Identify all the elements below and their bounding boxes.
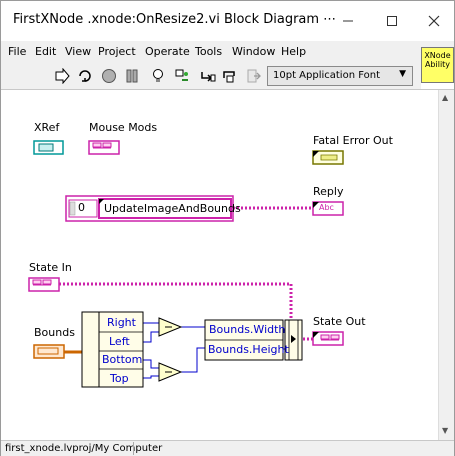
run-button[interactable] bbox=[53, 67, 71, 85]
maximize-button[interactable] bbox=[379, 9, 405, 33]
toolbar-divider bbox=[1, 89, 454, 90]
state-in-terminal[interactable] bbox=[28, 277, 60, 292]
enum-constant[interactable] bbox=[65, 195, 234, 222]
minimize-button[interactable] bbox=[335, 9, 361, 33]
retain-wire-values-button[interactable] bbox=[173, 67, 191, 85]
menu-help[interactable]: Help bbox=[281, 45, 307, 58]
stop-icon bbox=[102, 69, 116, 83]
state-out-terminal[interactable] bbox=[312, 331, 344, 346]
close-button[interactable] bbox=[421, 9, 447, 33]
chevron-down-icon: ▼ bbox=[399, 69, 406, 79]
title-bar[interactable]: FirstXNode .xnode:OnResize2.vi Block Dia… bbox=[1, 1, 454, 41]
state-wire bbox=[59, 282, 293, 326]
fatal-error-out-terminal[interactable] bbox=[312, 150, 344, 165]
run-arrow-icon bbox=[55, 68, 70, 84]
mouse-mods-terminal[interactable] bbox=[88, 140, 120, 155]
abort-button[interactable] bbox=[100, 67, 118, 85]
status-divider bbox=[133, 442, 134, 455]
bundle-item-height[interactable]: Bounds.Height bbox=[208, 343, 289, 356]
unbundle-item-bottom[interactable]: Bottom bbox=[102, 353, 143, 366]
wires-layer bbox=[28, 140, 344, 388]
status-bar: first_xnode.lvproj/My Computer bbox=[1, 440, 454, 456]
unbundle-item-right[interactable]: Right bbox=[107, 316, 136, 329]
highlight-execution-button[interactable] bbox=[149, 67, 167, 85]
badge-line-1: XNode bbox=[424, 51, 451, 60]
bundle-by-name-node[interactable] bbox=[204, 319, 303, 361]
step-over-button[interactable] bbox=[221, 67, 239, 85]
state-in-label: State In bbox=[29, 261, 72, 274]
font-select-value: 10pt Application Font bbox=[273, 70, 380, 81]
bounds-label: Bounds bbox=[34, 326, 75, 339]
minimize-icon bbox=[343, 20, 353, 22]
menu-edit[interactable]: Edit bbox=[35, 45, 57, 58]
scroll-down-icon[interactable]: ▼ bbox=[442, 426, 449, 435]
unbundle-item-top[interactable]: Top bbox=[110, 372, 129, 385]
lightbulb-icon bbox=[153, 69, 163, 82]
vertical-scrollbar[interactable]: ▲ ▼ bbox=[438, 90, 454, 440]
step-into-icon bbox=[201, 72, 216, 82]
menu-operate[interactable]: Operate bbox=[145, 45, 190, 58]
xref-label: XRef bbox=[34, 121, 60, 134]
xref-terminal[interactable] bbox=[33, 140, 64, 155]
pause-icon bbox=[126, 69, 138, 83]
step-over-icon bbox=[223, 71, 235, 83]
unbundle-item-left[interactable]: Left bbox=[109, 335, 130, 348]
run-continuously-button[interactable] bbox=[76, 67, 94, 85]
pause-button[interactable] bbox=[123, 67, 141, 85]
badge-line-2: Ability bbox=[424, 60, 451, 69]
close-icon bbox=[428, 15, 440, 27]
mouse-mods-label: Mouse Mods bbox=[89, 121, 158, 134]
window-title: FirstXNode .xnode:OnResize2.vi Block Dia… bbox=[13, 12, 337, 27]
menu-tools[interactable]: Tools bbox=[195, 45, 223, 58]
unbundle-by-name-node[interactable] bbox=[81, 311, 144, 388]
menu-file[interactable]: File bbox=[8, 45, 27, 58]
toolbar: 10pt Application Font ▼ bbox=[1, 63, 421, 89]
enum-text: UpdateImageAndBounds bbox=[104, 202, 241, 215]
reply-terminal[interactable] bbox=[312, 201, 344, 216]
project-path: first_xnode.lvproj/My Computer bbox=[5, 443, 163, 454]
menu-view[interactable]: View bbox=[65, 45, 92, 58]
menu-window[interactable]: Window bbox=[232, 45, 276, 58]
reply-terminal-text: Abc bbox=[319, 203, 334, 212]
reply-label: Reply bbox=[313, 185, 344, 198]
scroll-up-icon[interactable]: ▲ bbox=[442, 93, 449, 102]
maximize-icon bbox=[387, 16, 397, 26]
font-select[interactable]: 10pt Application Font ▼ bbox=[267, 66, 413, 86]
run-continuously-icon bbox=[79, 70, 91, 82]
step-out-button[interactable] bbox=[245, 67, 263, 85]
retain-wire-values-icon bbox=[175, 69, 188, 81]
bounds-terminal[interactable] bbox=[33, 344, 65, 359]
bundle-item-width[interactable]: Bounds.Width bbox=[209, 323, 286, 336]
step-into-button[interactable] bbox=[199, 67, 217, 85]
menu-project[interactable]: Project bbox=[98, 45, 136, 58]
subtract-node-height[interactable] bbox=[158, 362, 183, 382]
block-diagram-canvas[interactable]: XRef Mouse Mods Fatal Error Out Reply St… bbox=[1, 90, 438, 440]
subtract-node-width[interactable] bbox=[158, 317, 183, 337]
xnode-ability-badge[interactable]: XNode Ability bbox=[421, 47, 454, 83]
step-out-icon bbox=[247, 69, 261, 83]
menu-bar: File Edit View Project Operate Tools Win… bbox=[1, 41, 454, 63]
enum-value: 0 bbox=[78, 201, 85, 214]
fatal-error-out-label: Fatal Error Out bbox=[313, 134, 393, 147]
state-out-label: State Out bbox=[313, 315, 366, 328]
